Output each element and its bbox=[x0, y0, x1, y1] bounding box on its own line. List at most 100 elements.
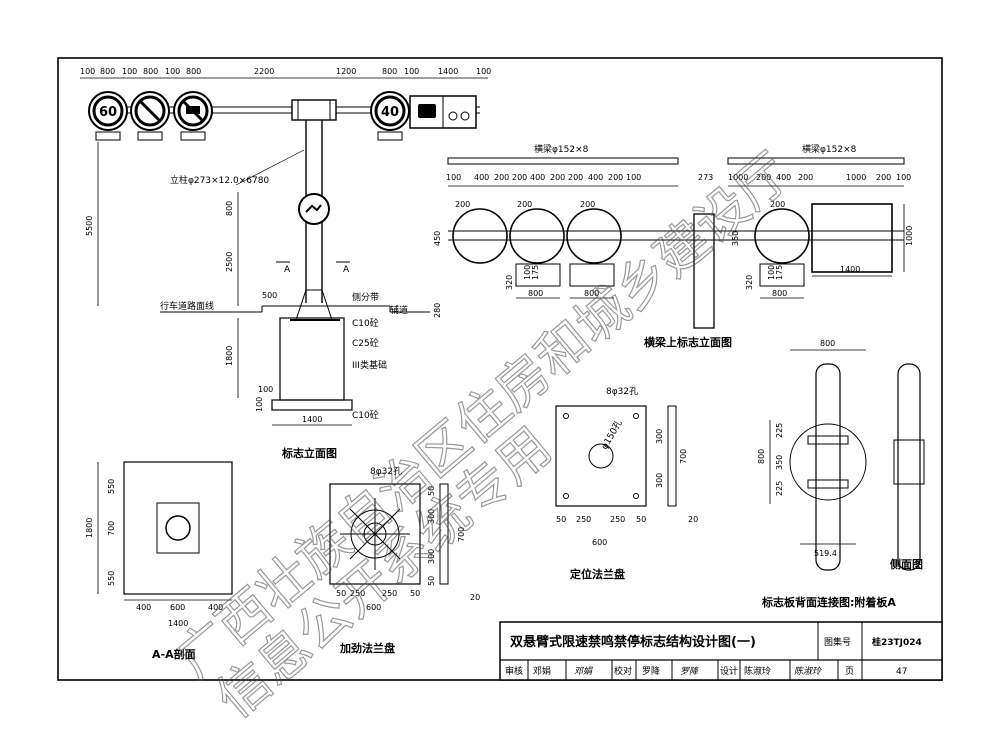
position-holes-label: 8φ32孔 bbox=[606, 386, 638, 397]
dim-top-10: 100 bbox=[404, 67, 419, 76]
dim-100a: 100 bbox=[258, 385, 273, 394]
speed-40-text: 40 bbox=[381, 105, 399, 120]
dim-sec-600: 600 bbox=[170, 603, 185, 612]
dim-200a: 200 bbox=[455, 200, 470, 209]
dim-height-total: 5500 bbox=[85, 216, 94, 236]
road-surface-label: 行车道路面线 bbox=[160, 300, 214, 312]
position-flange-caption: 定位法兰盘 bbox=[570, 567, 625, 581]
dim-pos-50a: 50 bbox=[556, 515, 566, 524]
beam-left-dim-8: 400 bbox=[588, 173, 603, 182]
dim-fl-v700: 700 bbox=[457, 527, 466, 542]
dim-fl-v20: 20 bbox=[470, 593, 480, 602]
dim-sec-400b: 400 bbox=[208, 603, 223, 612]
dim-100c: 100 bbox=[523, 265, 532, 280]
speed-limit-40-sign: 40 bbox=[370, 91, 410, 141]
side-caption: 侧面图 bbox=[890, 557, 923, 571]
dim-fl-v300a: 300 bbox=[427, 509, 436, 524]
no-honking-sign bbox=[130, 91, 170, 141]
check-name: 罗降 bbox=[642, 665, 660, 677]
c25-label: C25砼 bbox=[352, 337, 379, 349]
page-number: 47 bbox=[896, 667, 907, 677]
dim-pos-600: 600 bbox=[592, 538, 607, 547]
dim-800c: 800 bbox=[772, 289, 787, 298]
back-conn-caption: 标志板背面连接图:附着板A bbox=[761, 595, 896, 609]
aux-road-label: 辅道 bbox=[390, 304, 408, 316]
beam-left-dim-2: 400 bbox=[474, 173, 489, 182]
dim-200d: 200 bbox=[770, 200, 785, 209]
dim-175a: 175 bbox=[531, 265, 540, 280]
dim-pos-v300b: 300 bbox=[655, 473, 664, 488]
dim-top-3: 100 bbox=[122, 67, 137, 76]
dim-200b: 200 bbox=[517, 200, 532, 209]
dim-pos-50b: 50 bbox=[636, 515, 646, 524]
beam-left-dim-9: 200 bbox=[608, 173, 623, 182]
dim-sec-550a: 550 bbox=[107, 479, 116, 494]
beam-left-dim-10: 100 bbox=[626, 173, 641, 182]
dim-fl-v300b: 300 bbox=[427, 549, 436, 564]
dim-top-9: 800 bbox=[382, 67, 397, 76]
dim-fl-600: 600 bbox=[366, 603, 381, 612]
dim-500: 500 bbox=[262, 291, 277, 300]
dim-bc-225a: 225 bbox=[775, 423, 784, 438]
dim-top-7: 2200 bbox=[254, 67, 274, 76]
section-aa-view: 550 700 550 1800 400 600 400 1400 A-A剖面 bbox=[85, 461, 233, 661]
speed-limit-60-sign: 60 bbox=[88, 91, 128, 141]
dim-450: 450 bbox=[433, 231, 442, 246]
dim-320a: 320 bbox=[505, 275, 514, 290]
dim-1000: 1000 bbox=[905, 226, 914, 246]
elevation-caption: 标志立面图 bbox=[281, 446, 337, 460]
dim-fl-v50a: 50 bbox=[427, 486, 436, 496]
beam-right-dim-7: 100 bbox=[896, 173, 911, 182]
dim-top-12: 100 bbox=[476, 67, 491, 76]
beam-right-dim-5: 1000 bbox=[846, 173, 866, 182]
beam-right-dim-4: 200 bbox=[798, 173, 813, 182]
dim-pos-250b: 250 bbox=[610, 515, 625, 524]
dim-fl-50b: 50 bbox=[410, 589, 420, 598]
dim-175b: 175 bbox=[775, 265, 784, 280]
no-parking-sign bbox=[173, 91, 213, 141]
dim-top-11: 1400 bbox=[438, 67, 458, 76]
beam-right-dim-3: 400 bbox=[776, 173, 791, 182]
beam-left-dim-6: 200 bbox=[550, 173, 565, 182]
dim-bc-225b: 225 bbox=[775, 481, 784, 496]
dim-pos-v300a: 300 bbox=[655, 429, 664, 444]
dim-sec-700: 700 bbox=[107, 521, 116, 536]
atlas-label: 图集号 bbox=[824, 636, 851, 648]
dim-fl-50a: 50 bbox=[336, 589, 346, 598]
design-label: 设计 bbox=[720, 665, 738, 677]
design-name: 陈淑玲 bbox=[744, 665, 771, 677]
beam-right-label: 横梁φ152×8 bbox=[802, 143, 857, 155]
design-signature: 陈淑玲 bbox=[794, 666, 822, 677]
review-label: 审核 bbox=[505, 665, 523, 677]
section-mark-a-left: A bbox=[284, 265, 291, 275]
dim-fl-v50b: 50 bbox=[427, 576, 436, 586]
beam-sign-elevation: 横梁φ152×8 横梁φ152×8 100 400 200 200 400 20… bbox=[433, 143, 914, 349]
dim-bc-519: 519.4 bbox=[814, 549, 837, 558]
check-signature: 罗降 bbox=[680, 666, 699, 677]
dim-1400: 1400 bbox=[302, 415, 322, 424]
dim-top-1: 100 bbox=[80, 67, 95, 76]
dim-bc-800: 800 bbox=[757, 449, 766, 464]
dim-350: 350 bbox=[731, 231, 740, 246]
dim-fl-250a: 250 bbox=[350, 589, 365, 598]
drawing-title: 双悬臂式限速禁鸣禁停标志结构设计图(一) bbox=[510, 634, 756, 650]
dim-top-4: 800 bbox=[143, 67, 158, 76]
flange-holes-label: 8φ32孔 bbox=[370, 466, 402, 477]
dim-top-6: 800 bbox=[186, 67, 201, 76]
dim-sec-550b: 550 bbox=[107, 571, 116, 586]
back-connection-view: 800 800 225 350 225 519.4 侧面图 标志板背面连接图:附… bbox=[757, 339, 925, 609]
dim-280: 280 bbox=[433, 303, 442, 318]
review-signature: 邓娟 bbox=[574, 666, 593, 677]
beam-right-dim-1: 1000 bbox=[728, 173, 748, 182]
base-class-label: III类基础 bbox=[352, 359, 387, 371]
beam-left-dim-1: 100 bbox=[446, 173, 461, 182]
dim-100b: 100 bbox=[255, 397, 264, 412]
center-hole-label: φ150孔 bbox=[599, 418, 625, 451]
stiffened-flange-view: 8φ32孔 50 250 250 50 600 加劲法兰盘 50 300 300… bbox=[329, 466, 480, 655]
beam-left-dim-7: 200 bbox=[568, 173, 583, 182]
dim-sec-400a: 400 bbox=[136, 603, 151, 612]
section-caption: A-A剖面 bbox=[152, 647, 196, 661]
dim-top-8: 1200 bbox=[336, 67, 356, 76]
dim-pos-v700: 700 bbox=[679, 449, 688, 464]
section-mark-a-right: A bbox=[343, 265, 350, 275]
